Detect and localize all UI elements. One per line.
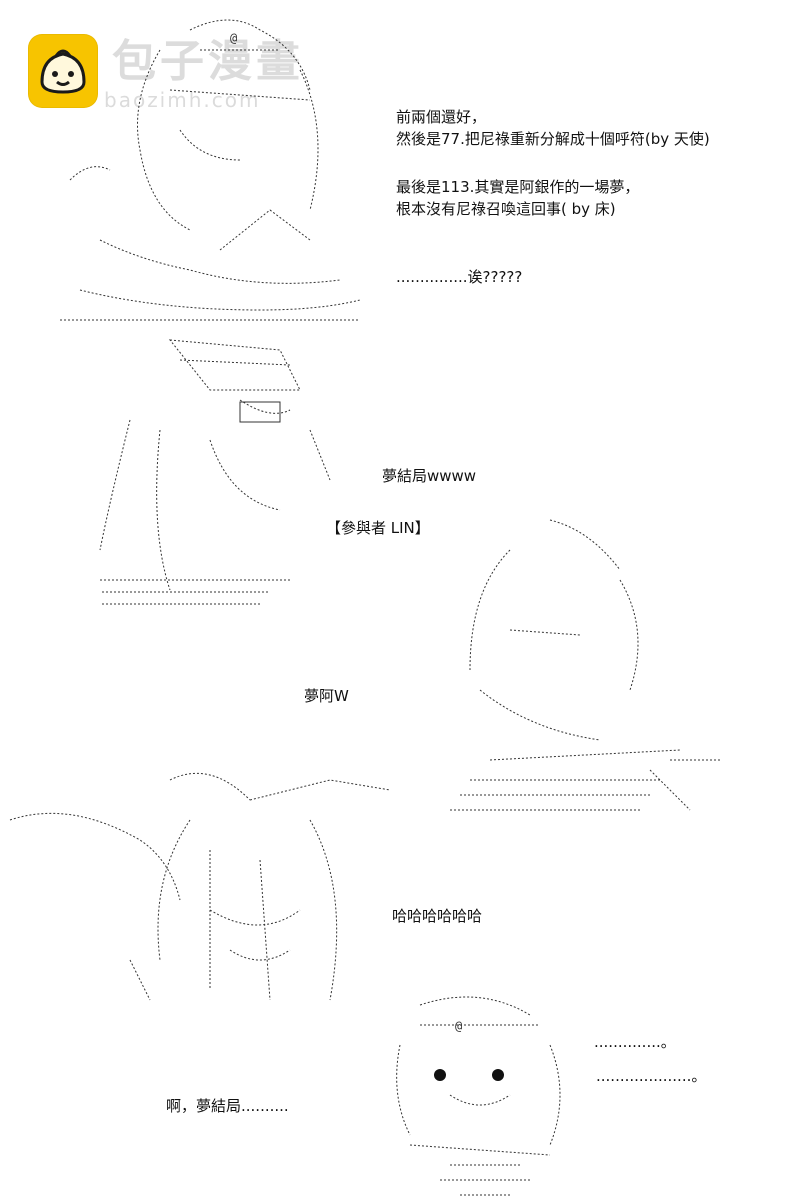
- ascii-art-character-5: @: [380, 985, 580, 1204]
- dialogue-line-3: 最後是113.其實是阿銀作的一場夢，: [396, 178, 640, 196]
- ascii-art-character-2: [90, 330, 340, 624]
- baozi-bun-icon: [40, 49, 86, 94]
- dialogue-line-9: 哈哈哈哈哈哈: [392, 907, 483, 925]
- ascii-art-character-4: [9, 760, 410, 1014]
- dialogue-line-11: ..............。: [594, 1033, 676, 1051]
- dialogue-line-8: 夢阿W: [304, 687, 349, 705]
- dialogue-line-7: 【參與者 LIN】: [326, 519, 430, 537]
- ascii-art-character-1: @: [40, 10, 380, 334]
- svg-text:@: @: [455, 1019, 462, 1033]
- dialogue-line-5: ...............诶?????: [396, 268, 523, 286]
- dialogue-line-12: ....................。: [596, 1067, 707, 1085]
- site-logo: [28, 34, 98, 108]
- ascii-art-character-3: [430, 510, 720, 844]
- dialogue-line-10: 啊，夢結局..........: [166, 1097, 289, 1115]
- dialogue-line-6: 夢結局wwww: [382, 467, 477, 485]
- dialogue-line-2: 然後是77.把尼祿重新分解成十個呼符(by 天使): [396, 130, 710, 148]
- dialogue-line-1: 前兩個還好，: [396, 108, 487, 126]
- watermark-site: baozimh.com: [104, 88, 261, 112]
- svg-text:@: @: [230, 31, 237, 45]
- watermark-title: 包子漫畫: [112, 36, 304, 87]
- dialogue-line-4: 根本沒有尼祿召喚這回事( by 床): [396, 200, 616, 218]
